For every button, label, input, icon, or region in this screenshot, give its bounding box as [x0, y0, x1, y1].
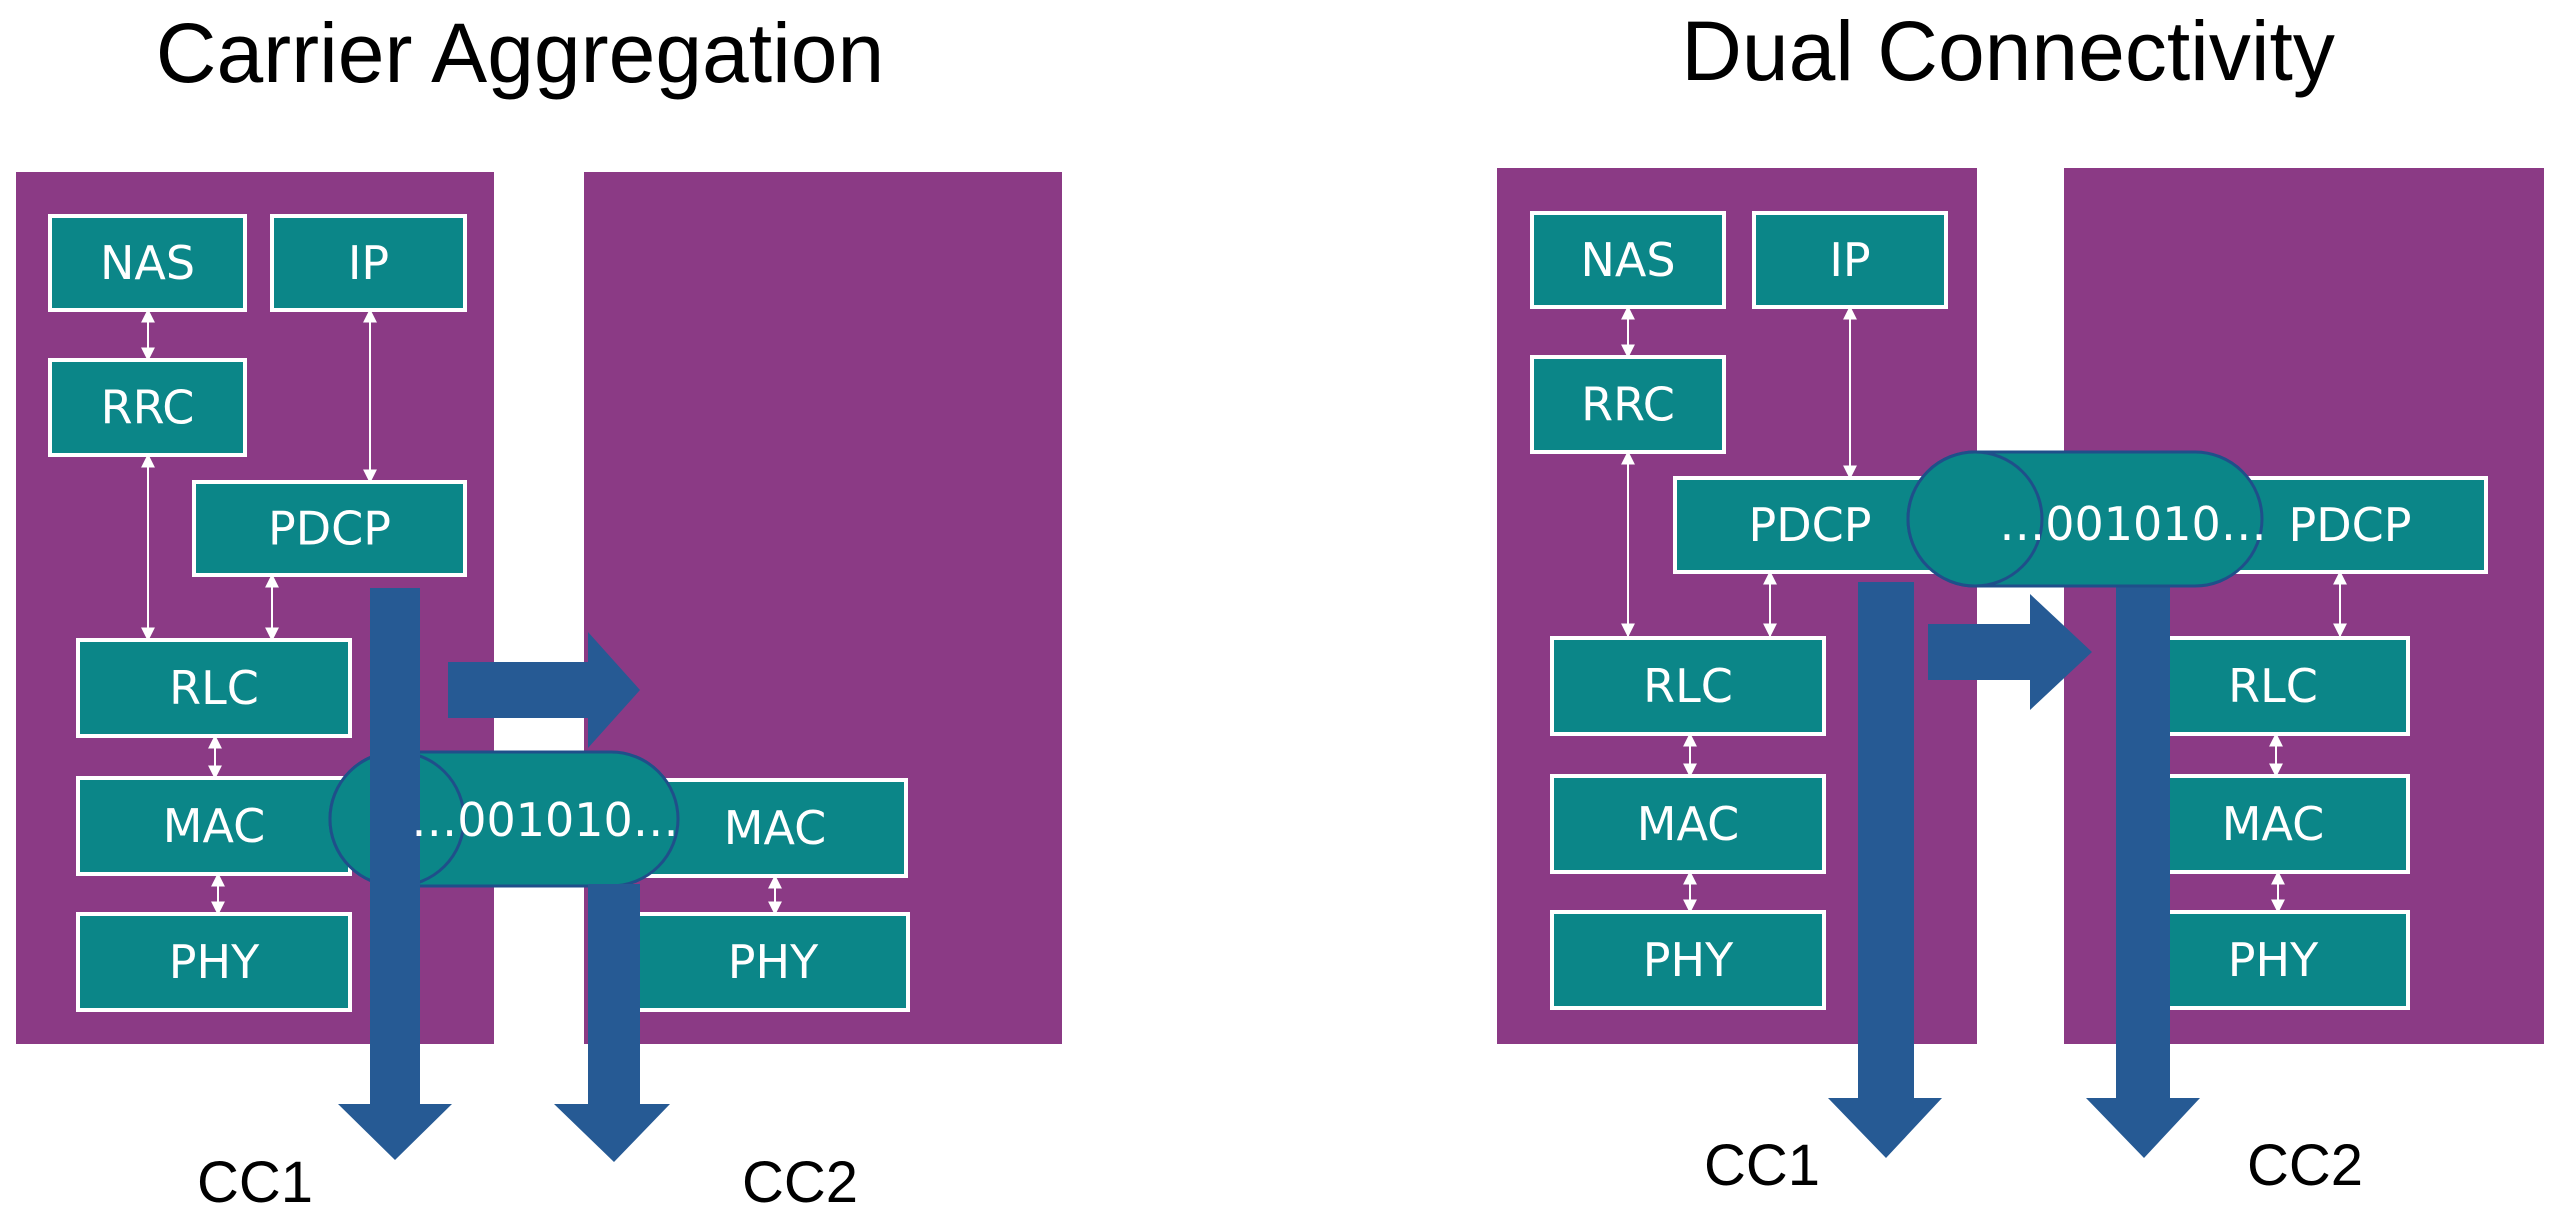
dc-nas-label: NAS — [1580, 233, 1675, 287]
dc-cc1-label: CC1 — [1704, 1133, 1820, 1198]
dc-rrc-label: RRC — [1581, 378, 1675, 432]
dc-phy-label: PHY — [1643, 933, 1734, 987]
dc-secondary-pdcp-label: PDCP — [2288, 498, 2411, 552]
ca-rlc-label: RLC — [169, 661, 259, 715]
ca-ip-label: IP — [348, 236, 389, 290]
ca-phy-label: PHY — [169, 935, 260, 989]
ca-secondary-mac-label: MAC — [724, 801, 826, 855]
carrier-aggregation-title: Carrier Aggregation — [156, 6, 884, 100]
ca-rrc-label: RRC — [101, 381, 195, 435]
ca-cc1-label: CC1 — [197, 1150, 313, 1215]
ca-secondary-mac-box — [634, 778, 908, 878]
dual-connectivity-title: Dual Connectivity — [1681, 4, 2335, 98]
ca-mac-box — [76, 776, 352, 876]
dc-bit-pipe-end — [1906, 450, 2044, 588]
dc-secondary-phy-label: PHY — [2228, 933, 2319, 987]
ca-cc2-label: CC2 — [742, 1150, 858, 1215]
dc-cc2-arrow — [2086, 582, 2200, 1158]
dc-secondary-mac-box — [2136, 774, 2410, 874]
dc-ip-label: IP — [1829, 233, 1870, 287]
dc-mac-box — [1550, 774, 1826, 874]
ca-bit-pipe-label: …001010… — [411, 793, 679, 847]
dc-ip-box — [1752, 211, 1948, 309]
dc-cc1-arrow — [1828, 582, 1942, 1158]
dc-cc2-label: CC2 — [2247, 1133, 2363, 1198]
ca-secondary-phy-label: PHY — [728, 935, 819, 989]
ca-rrc-box — [48, 358, 247, 457]
dual-connectivity-diagram: Dual Connectivity NAS IP RRC PDCP RLC MA… — [1497, 4, 2544, 1198]
ca-nas-box — [48, 214, 247, 312]
dc-rrc-box — [1530, 355, 1726, 454]
dc-rlc-box — [1550, 636, 1826, 736]
dc-phy-box — [1550, 910, 1826, 1010]
dc-bit-pipe-label: …001010… — [1999, 497, 2267, 551]
ca-transfer-arrow — [448, 632, 640, 748]
ca-mac-label: MAC — [163, 799, 265, 853]
dc-nas-box — [1530, 211, 1726, 309]
ca-phy-box — [76, 912, 352, 1012]
ca-pdcp-box — [192, 480, 467, 577]
carrier-aggregation-diagram: Carrier Aggregation NAS IP RRC PDCP RLC … — [16, 6, 1062, 1215]
dc-secondary-phy-box — [2136, 910, 2410, 1010]
dc-secondary-rlc-label: RLC — [2228, 659, 2318, 713]
dc-mac-label: MAC — [1637, 797, 1739, 851]
dc-rlc-label: RLC — [1643, 659, 1733, 713]
dc-pdcp-label: PDCP — [1748, 498, 1871, 552]
ca-secondary-panel — [584, 172, 1062, 1044]
dc-secondary-mac-label: MAC — [2222, 797, 2324, 851]
ca-cc1-arrow — [338, 588, 452, 1160]
ca-cc2-arrow — [554, 884, 670, 1162]
ca-secondary-phy-box — [636, 912, 910, 1012]
ca-rlc-box — [76, 638, 352, 738]
dc-transfer-arrow — [1928, 594, 2092, 710]
ca-ip-box — [270, 214, 467, 312]
ca-pdcp-label: PDCP — [268, 502, 391, 556]
ca-nas-label: NAS — [100, 236, 195, 290]
